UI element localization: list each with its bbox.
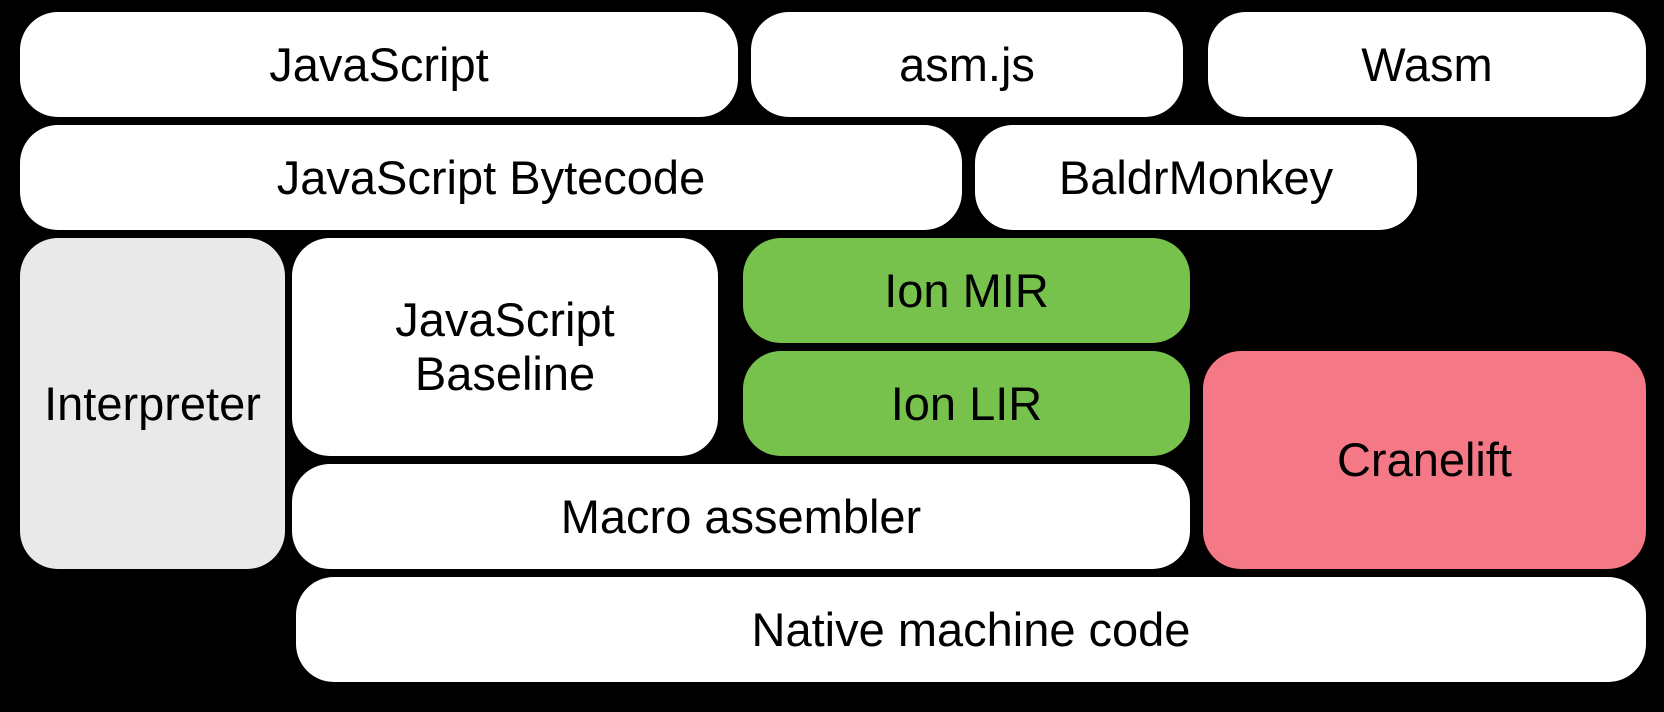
box-native-machine-code-label: Native machine code xyxy=(751,602,1191,656)
box-javascript-label: JavaScript xyxy=(269,37,489,91)
box-ion-lir-label: Ion LIR xyxy=(890,376,1043,430)
box-javascript-baseline-label-line2: Baseline xyxy=(414,347,596,400)
box-wasm-label: Wasm xyxy=(1361,37,1493,91)
box-interpreter: Interpreter xyxy=(20,238,285,569)
box-macro-assembler-label: Macro assembler xyxy=(560,489,922,543)
box-interpreter-label: Interpreter xyxy=(44,376,261,430)
box-ion-mir: Ion MIR xyxy=(743,238,1190,343)
box-native-machine-code: Native machine code xyxy=(296,577,1646,682)
box-asmjs-label: asm.js xyxy=(899,37,1035,91)
box-wasm: Wasm xyxy=(1208,12,1646,117)
box-baldrmonkey-label: BaldrMonkey xyxy=(1058,150,1334,204)
box-javascript-bytecode-label: JavaScript Bytecode xyxy=(276,150,706,204)
box-cranelift-label: Cranelift xyxy=(1336,433,1512,486)
box-macro-assembler: Macro assembler xyxy=(292,464,1190,569)
box-javascript-baseline-label-line1: JavaScript xyxy=(395,293,615,346)
box-javascript-baseline-label: JavaScript Baseline xyxy=(395,293,614,401)
box-asmjs: asm.js xyxy=(751,12,1183,117)
box-ion-mir-label: Ion MIR xyxy=(884,263,1049,317)
box-ion-lir: Ion LIR xyxy=(743,351,1190,456)
box-baldrmonkey: BaldrMonkey xyxy=(975,125,1417,230)
box-javascript-bytecode: JavaScript Bytecode xyxy=(20,125,962,230)
box-cranelift: Cranelift xyxy=(1203,351,1646,569)
box-javascript-baseline: JavaScript Baseline xyxy=(292,238,718,456)
box-javascript: JavaScript xyxy=(20,12,738,117)
